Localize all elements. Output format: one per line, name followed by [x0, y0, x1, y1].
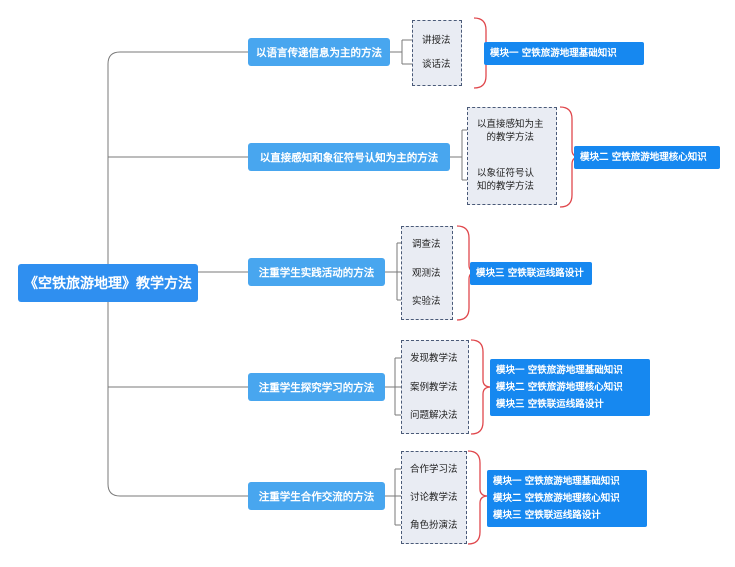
method-item[interactable]: 以象征符号认 知的教学方法 — [477, 168, 535, 192]
module-box-4[interactable]: 模块一 空铁旅游地理基础知识 模块二 空铁旅游地理核心知识 模块三 空铁联运线路… — [490, 359, 650, 416]
category-node-1[interactable]: 以语言传递信息为主的方法 — [248, 38, 390, 66]
category-node-2[interactable]: 以直接感知和象征符号认知为主的方法 — [248, 143, 450, 171]
method-item[interactable]: 以直接感知为主 的教学方法 — [477, 119, 544, 143]
module-box-3[interactable]: 模块三 空铁联运线路设计 — [470, 262, 592, 285]
module-box-1[interactable]: 模块一 空铁旅游地理基础知识 — [484, 42, 644, 65]
method-item[interactable]: 谈话法 — [422, 59, 451, 70]
method-item[interactable]: 调查法 — [412, 239, 441, 250]
method-item[interactable]: 案例教学法 — [410, 382, 458, 393]
root-node[interactable]: 《空铁旅游地理》教学方法 — [18, 264, 198, 302]
category-node-3[interactable]: 注重学生实践活动的方法 — [248, 258, 385, 286]
category-node-5[interactable]: 注重学生合作交流的方法 — [248, 482, 385, 510]
method-item[interactable]: 讲授法 — [422, 35, 451, 46]
method-item[interactable]: 问题解决法 — [410, 410, 458, 421]
method-group-2: 以直接感知为主 的教学方法 以象征符号认 知的教学方法 — [467, 107, 557, 205]
method-item[interactable]: 讨论教学法 — [410, 492, 458, 503]
method-group-4: 发现教学法 案例教学法 问题解决法 — [401, 340, 469, 434]
method-item[interactable]: 合作学习法 — [410, 464, 458, 475]
method-group-1: 讲授法 谈话法 — [412, 20, 462, 86]
category-node-4[interactable]: 注重学生探究学习的方法 — [248, 373, 385, 401]
method-item[interactable]: 发现教学法 — [410, 353, 458, 364]
method-group-3: 调查法 观测法 实验法 — [401, 226, 453, 320]
module-box-2[interactable]: 模块二 空铁旅游地理核心知识 — [574, 146, 720, 169]
method-item[interactable]: 观测法 — [412, 268, 441, 279]
method-group-5: 合作学习法 讨论教学法 角色扮演法 — [401, 451, 467, 544]
method-item[interactable]: 实验法 — [412, 296, 441, 307]
method-item[interactable]: 角色扮演法 — [410, 520, 458, 531]
module-box-5[interactable]: 模块一 空铁旅游地理基础知识 模块二 空铁旅游地理核心知识 模块三 空铁联运线路… — [487, 470, 647, 527]
